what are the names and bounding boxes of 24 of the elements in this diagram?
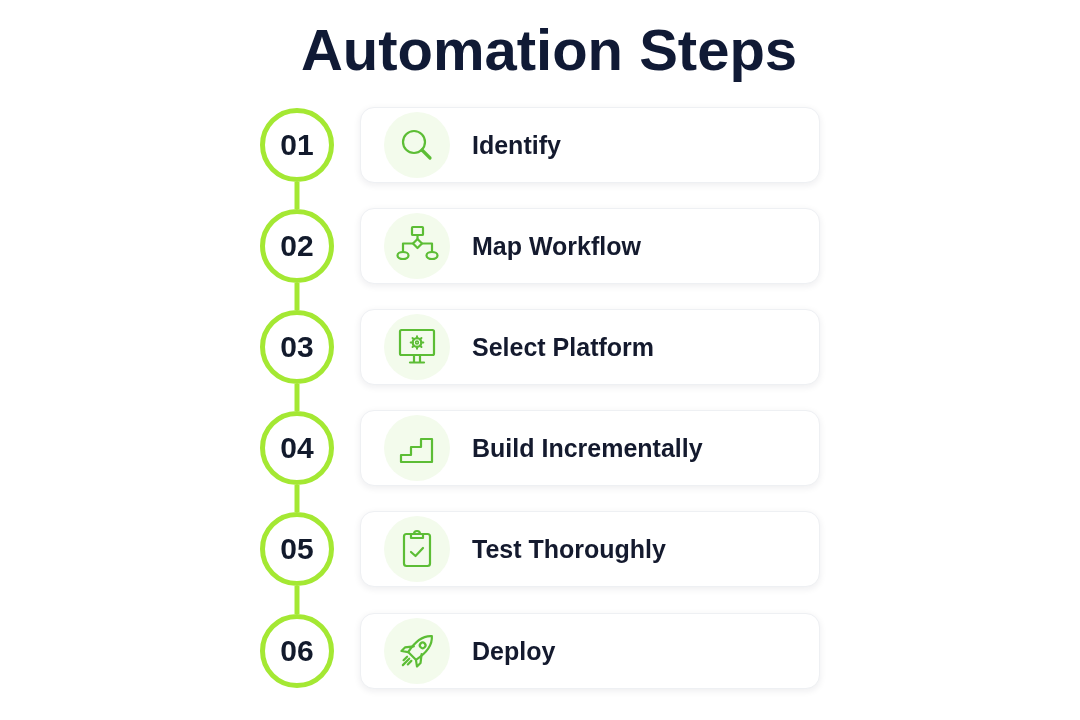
- step-card: [360, 309, 820, 385]
- step-card: [360, 208, 820, 284]
- step-label: Identify: [472, 130, 561, 160]
- step-label: Test Thoroughly: [472, 534, 666, 564]
- step-card: [360, 107, 820, 183]
- connector-line: [294, 485, 300, 512]
- step-number: 05: [280, 532, 314, 566]
- step-number: 03: [280, 330, 314, 364]
- step-label: Deploy: [472, 636, 556, 666]
- step-card: [360, 613, 820, 689]
- step-label: Map Workflow: [472, 231, 641, 261]
- connector-line: [294, 586, 300, 614]
- step-number: 02: [280, 229, 314, 263]
- step-card: [360, 410, 820, 486]
- step-label: Select Platform: [472, 332, 654, 362]
- connector-line: [294, 384, 300, 411]
- connector-line: [294, 283, 300, 310]
- step-label: Build Incrementally: [472, 433, 703, 463]
- step-number: 04: [280, 431, 314, 465]
- step-number: 06: [280, 634, 314, 668]
- step-card: [360, 511, 820, 587]
- connector-line: [294, 182, 300, 209]
- title: Automation Steps: [299, 16, 799, 84]
- step-number: 01: [280, 128, 314, 162]
